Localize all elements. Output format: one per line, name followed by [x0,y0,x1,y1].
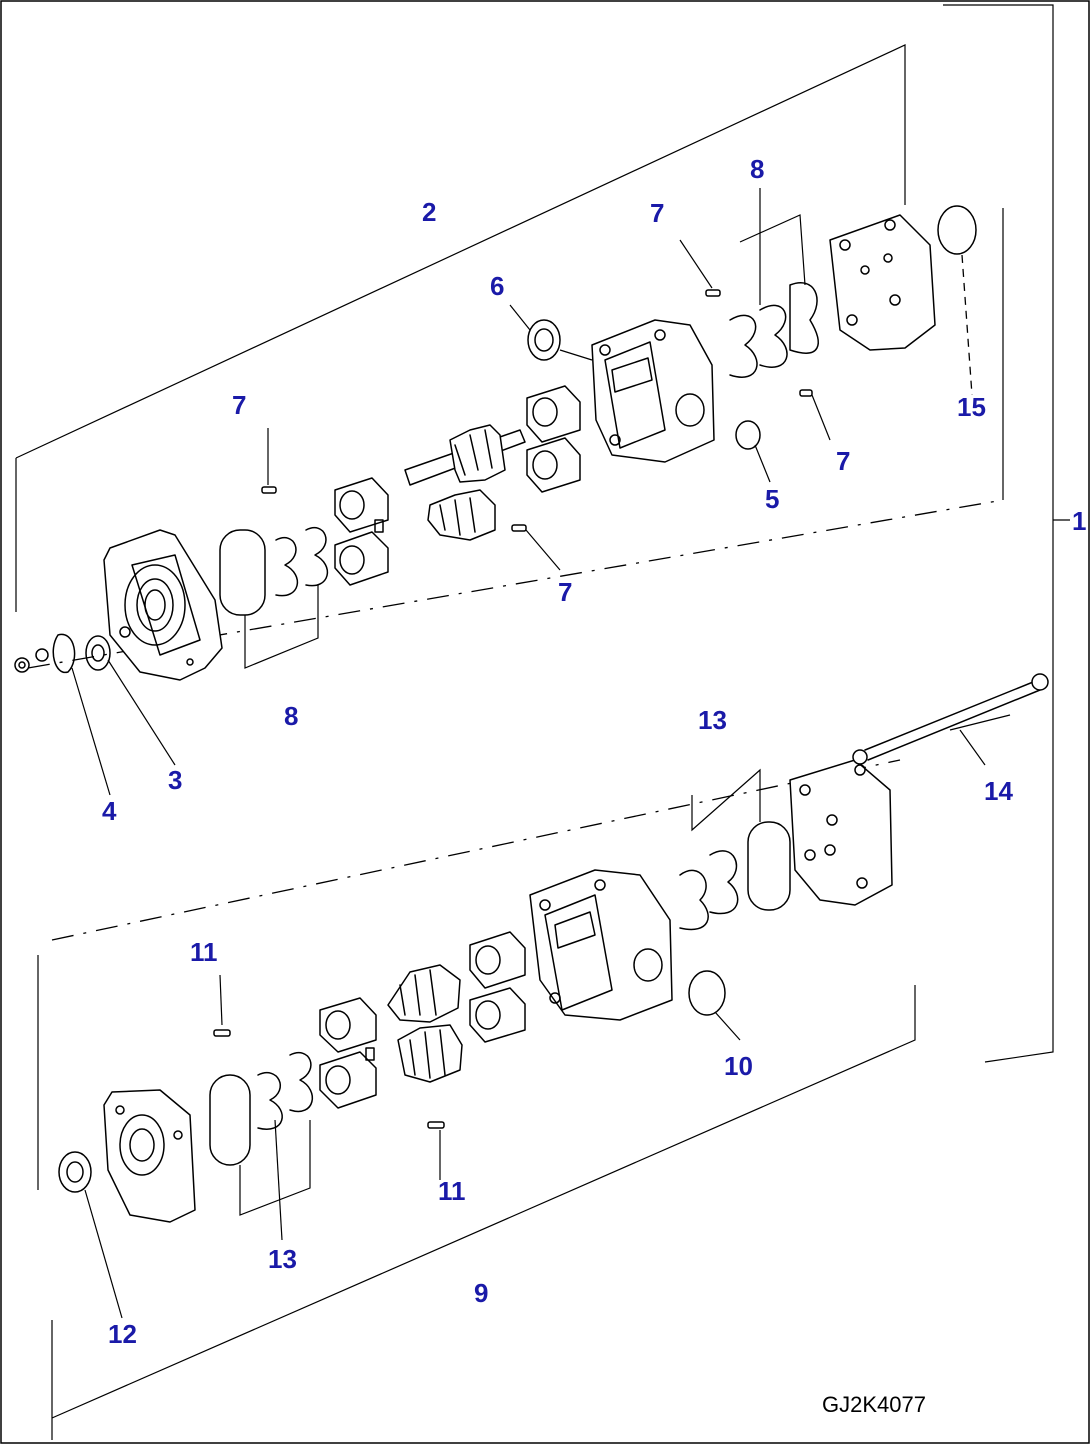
callout-8-a: 8 [750,154,764,184]
callout-7-a: 7 [232,390,246,420]
drive-gear-shaft [404,424,526,486]
oil-seal-12 [58,1151,92,1193]
callout-7-c: 7 [836,446,850,476]
seal-ring-lower-left [209,1052,314,1216]
gears-lower [387,964,463,1083]
callout-11-a: 11 [190,937,218,967]
callout-13-a: 13 [698,705,727,735]
front-cover-lower [103,1089,196,1223]
group-frame-lower [37,759,916,1440]
callout-1: 1 [1072,506,1086,536]
callout-15: 15 [957,392,986,422]
bushings-lower-right [469,931,526,1043]
pins-7 [261,289,813,532]
seal-ring-upper-right [729,214,819,378]
callout-7-b: 7 [650,198,664,228]
leader-lines [71,188,1011,1319]
plug-5 [735,420,761,450]
snap-ring-4 [14,633,76,673]
bushings-upper-left [334,477,389,586]
rear-cover-upper [829,214,936,351]
callout-12: 12 [108,1319,137,1349]
callout-4: 4 [102,796,117,826]
callout-13-b: 13 [268,1244,297,1274]
pump-body-upper [591,319,715,463]
through-bolt-14 [852,673,1049,765]
group-frame-upper [15,44,1004,669]
callout-6: 6 [490,271,504,301]
callout-2: 2 [422,197,436,227]
oil-seal-3 [85,635,111,671]
bushings-upper-right [526,385,581,493]
callout-10: 10 [724,1051,753,1081]
plug-6 [527,319,561,361]
rear-cover-lower [789,759,893,906]
callout-8-b: 8 [284,701,298,731]
bushings-lower-left [319,997,377,1109]
plug-10 [688,970,726,1016]
pins-11 [213,1029,445,1129]
callout-7-d: 7 [558,577,572,607]
callout-5: 5 [765,484,779,514]
seal-ring-upper-left [219,527,329,669]
pump-body-lower [529,869,673,1021]
driven-gear [427,489,496,541]
front-cover-upper [103,529,223,681]
callout-14: 14 [984,776,1013,806]
o-ring-15 [937,205,977,396]
drawing-code: GJ2K4077 [822,1392,926,1417]
callout-9: 9 [474,1278,488,1308]
callout-11-b: 11 [438,1176,466,1206]
callout-3: 3 [168,765,182,795]
bracket-item-1 [943,4,1070,1063]
seal-ring-lower-right [679,768,791,931]
